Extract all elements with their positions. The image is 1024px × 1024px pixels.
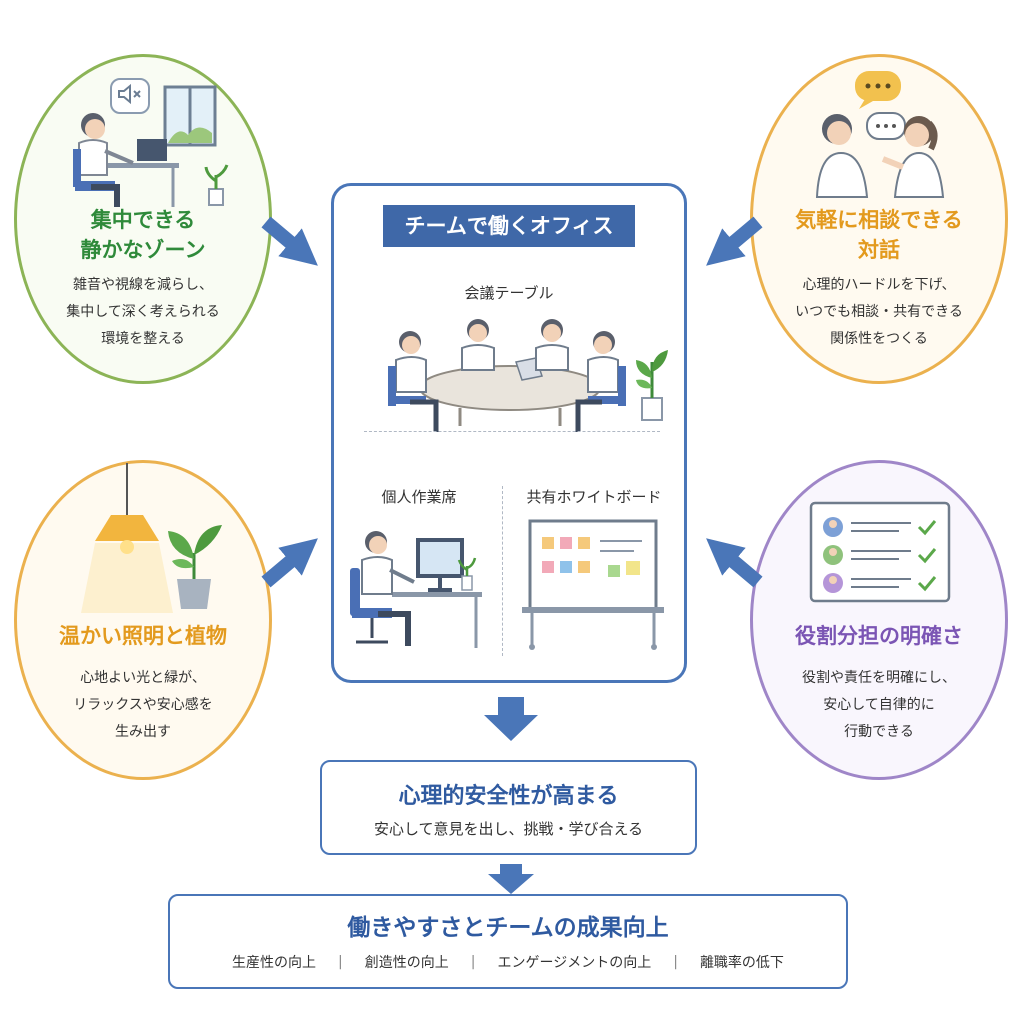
quiet-zone-desc: 雑音や視線を減らし、 集中して深く考えられる 環境を整える: [66, 277, 220, 347]
outcome-separator: |: [673, 954, 678, 970]
outcome-item: エンゲージメントの向上: [497, 955, 652, 971]
section-divider: [364, 431, 660, 432]
check-icon: [917, 520, 937, 536]
down-arrow-icon: [488, 864, 534, 894]
section-divider: [502, 486, 503, 656]
lamp-icon: [81, 463, 173, 613]
check-icon: [917, 576, 937, 592]
plant-icon: [168, 525, 222, 609]
outcome-title: 働きやすさとチームの成果向上: [347, 915, 669, 941]
conversation-illustration: [815, 71, 945, 198]
window-icon: [163, 85, 217, 147]
consultation-oval: 気軽に相談できる 対話 心理的ハードルを下げ、 いつでも相談・共有できる 関係性…: [750, 54, 1008, 384]
diagonal-arrow-icon: [261, 538, 318, 588]
team-office-panel: チームで働くオフィス 会議テーブル: [331, 183, 687, 683]
quiet-zone-title: 集中できる 静かなゾーン: [80, 208, 206, 262]
chat-bubble-icon: [855, 71, 901, 109]
personal-desk-illustration: [350, 531, 482, 648]
consultation-title: 気軽に相談できる 対話: [795, 208, 963, 262]
diagonal-arrow-icon: [706, 216, 763, 266]
check-icon: [917, 548, 937, 564]
plant-icon: [457, 557, 477, 591]
role-clarity-title: 役割分担の明確さ: [795, 624, 963, 648]
safety-subtitle: 安心して意見を出し、挑戦・学び合える: [373, 820, 644, 838]
whiteboard-illustration: [522, 519, 664, 650]
role-clarity-oval: 役割分担の明確さ 役割や責任を明確にし、 安心して自律的に 行動できる: [750, 460, 1008, 780]
lighting-plants-oval: 温かい照明と植物 心地よい光と緑が、 リラックスや安心感を 生み出す: [14, 460, 272, 780]
diagonal-arrow-icon: [261, 216, 318, 266]
lighting-plants-desc: 心地よい光と緑が、 リラックスや安心感を 生み出す: [73, 670, 213, 740]
checklist-icon: [809, 501, 951, 603]
outcome-separator: |: [338, 954, 343, 970]
plant-icon: [204, 164, 229, 206]
down-arrow-icon: [484, 697, 538, 741]
desk-label: 個人作業席: [381, 488, 457, 506]
diagonal-arrow-icon: [706, 538, 763, 588]
focused-worker-illustration: [73, 78, 229, 207]
consultation-desc: 心理的ハードルを下げ、 いつでも相談・共有できる 関係性をつくる: [795, 277, 963, 347]
lamp-plant-illustration: [81, 463, 222, 613]
safety-title: 心理的安全性が高まる: [398, 784, 619, 809]
whiteboard-label: 共有ホワイトボード: [526, 488, 662, 506]
office-title: チームで働くオフィス: [383, 205, 635, 247]
outcome-item: 創造性の向上: [364, 955, 449, 971]
outcome-item: 生産性の向上: [232, 955, 317, 971]
role-clarity-desc: 役割や責任を明確にし、 安心して自律的に 行動できる: [802, 670, 956, 740]
outcome-items: 生産性の向上 | 創造性の向上 | エンゲージメントの向上 | 離職率の低下: [180, 952, 836, 972]
outcome-box: 働きやすさとチームの成果向上 生産性の向上 | 創造性の向上 | エンゲージメン…: [168, 894, 848, 989]
meeting-table-illustration: [388, 319, 668, 432]
plant-icon: [636, 350, 668, 421]
mute-speaker-icon: [110, 78, 150, 114]
outcome-separator: |: [470, 954, 476, 970]
quiet-zone-oval: 集中できる 静かなゾーン 雑音や視線を減らし、 集中して深く考えられる 環境を整…: [14, 54, 272, 384]
psychological-safety-box: 心理的安全性が高まる 安心して意見を出し、挑戦・学び合える: [320, 760, 697, 855]
meeting-table-label: 会議テーブル: [464, 284, 554, 302]
outcome-item: 離職率の低下: [699, 955, 784, 971]
lighting-plants-title: 温かい照明と植物: [59, 624, 227, 648]
